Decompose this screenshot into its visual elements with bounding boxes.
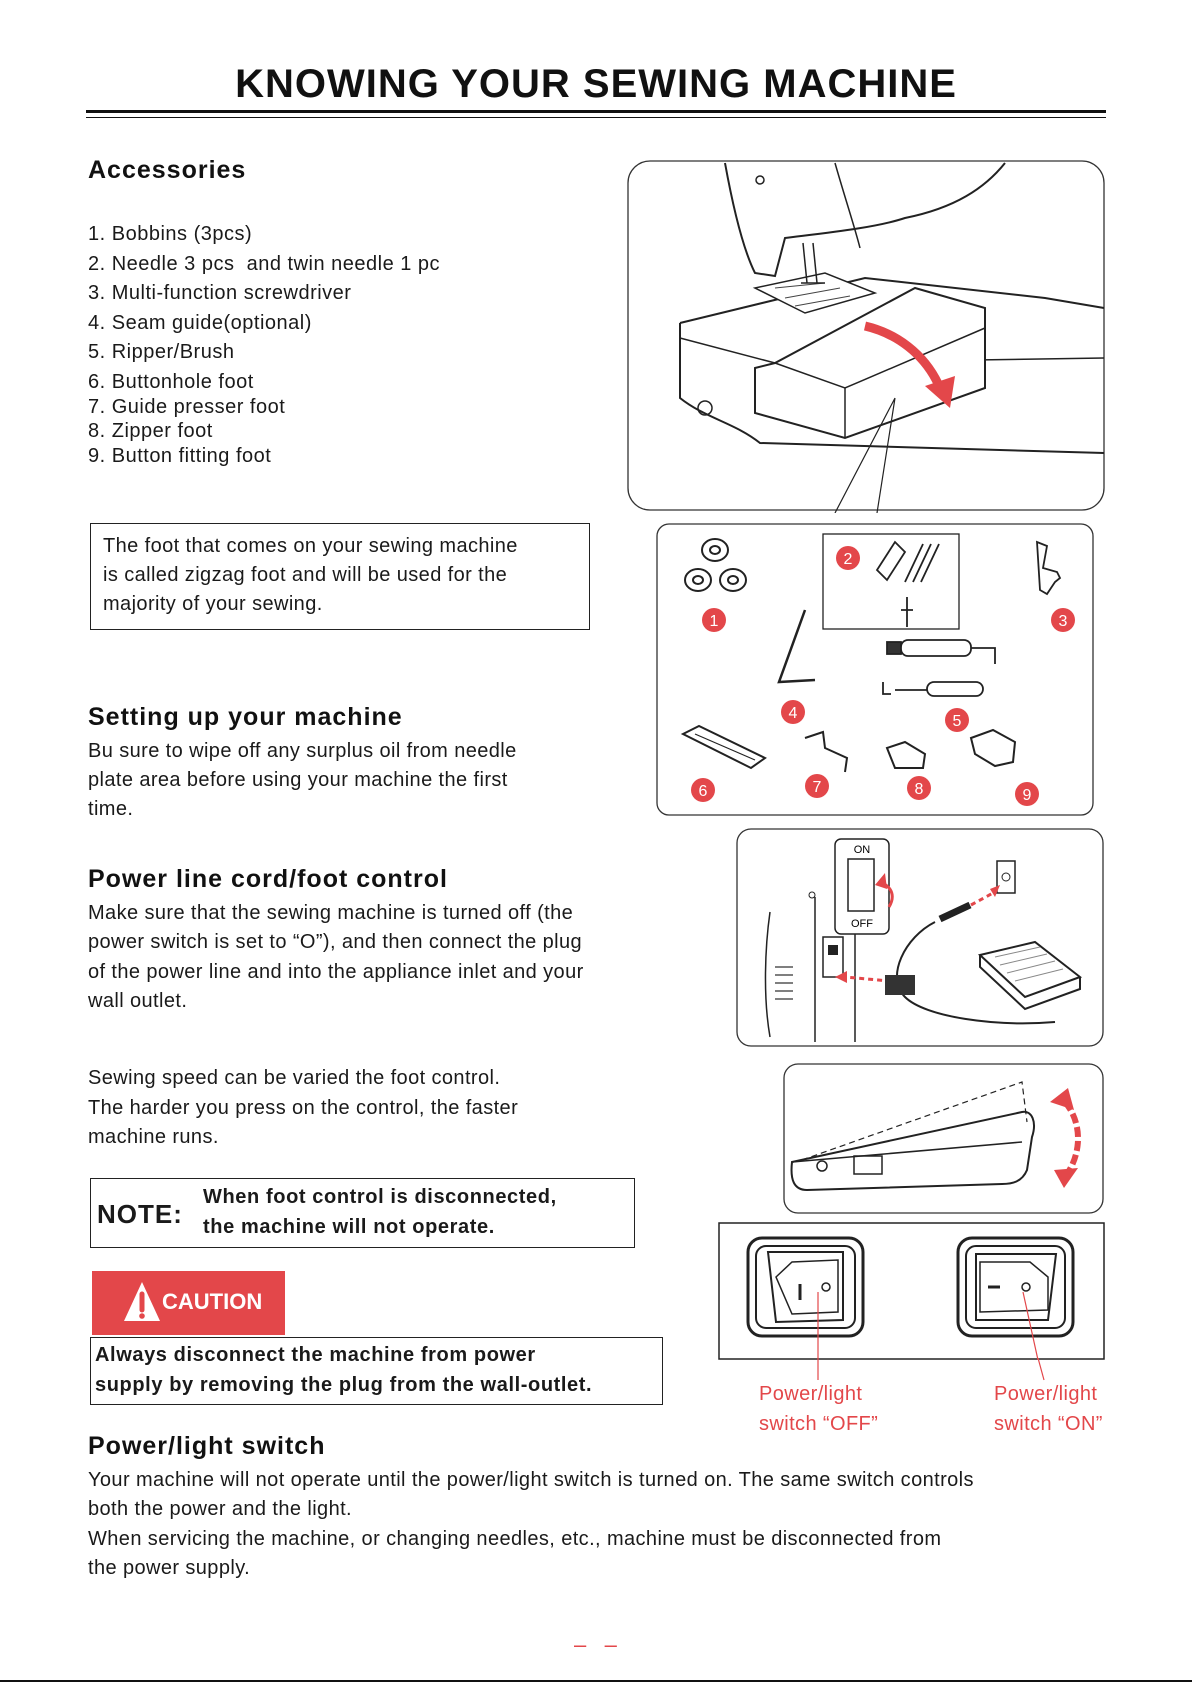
switch-off-label: Power/light <box>759 1383 863 1405</box>
power-cord-illustration: ON OFF <box>736 828 1104 1047</box>
note-label: NOTE: <box>97 1199 183 1229</box>
power-switch-line: When servicing the machine, or changing … <box>88 1528 942 1550</box>
speed-line: machine runs. <box>88 1126 219 1148</box>
caution-badge: CAUTION <box>92 1271 285 1335</box>
caution-box: Always disconnect the machine from power… <box>90 1337 663 1405</box>
caution-label: CAUTION <box>162 1289 263 1314</box>
accessory-item: 4. Seam guide(optional) <box>88 312 312 334</box>
badge-5: 5 <box>953 713 962 730</box>
accessory-number-badges: 1 2 3 4 5 6 7 8 9 <box>691 546 1075 806</box>
power-cord-line: power switch is set to “O”), and then co… <box>88 931 583 953</box>
power-cord-line: of the power line and into the appliance… <box>88 961 584 983</box>
page-number: – – <box>574 1632 617 1657</box>
switch-off-text: OFF <box>851 918 873 930</box>
accessory-item: 7. Guide presser foot <box>88 396 286 418</box>
setup-line: Bu sure to wipe off any surplus oil from… <box>88 740 517 762</box>
badge-7: 7 <box>813 779 822 796</box>
info-line: is called zigzag foot and will be used f… <box>103 564 508 586</box>
setup-heading: Setting up your machine <box>88 703 403 731</box>
accessory-item: 6. Buttonhole foot <box>88 371 254 393</box>
info-line: The foot that comes on your sewing machi… <box>103 535 518 557</box>
info-line: majority of your sewing. <box>103 593 323 615</box>
power-switch-line: Your machine will not operate until the … <box>88 1469 974 1491</box>
power-cord-heading: Power line cord/foot control <box>88 865 448 893</box>
accessory-item: 8. Zipper foot <box>88 420 213 442</box>
ripper-brush-icon <box>882 639 996 697</box>
seam-guide-icon <box>777 609 816 684</box>
power-switch-heading: Power/light switch <box>88 1432 326 1460</box>
badge-8: 8 <box>915 781 924 798</box>
zigzag-foot-info-box: The foot that comes on your sewing machi… <box>90 523 590 630</box>
power-switch-line: both the power and the light. <box>88 1498 353 1520</box>
badge-9: 9 <box>1023 787 1032 804</box>
switch-on-label: Power/light <box>994 1383 1098 1405</box>
badge-6: 6 <box>699 783 708 800</box>
title-rule-thick <box>86 110 1106 113</box>
accessory-item: 9. Button fitting foot <box>88 445 272 467</box>
zipper-foot-icon <box>885 740 927 769</box>
setup-line: time. <box>88 798 134 820</box>
badge-4: 4 <box>789 705 798 722</box>
caution-line: supply by removing the plug from the wal… <box>95 1374 593 1396</box>
warning-icon <box>124 1282 160 1321</box>
switch-off-label: switch “OFF” <box>759 1413 879 1435</box>
speed-line: Sewing speed can be varied the foot cont… <box>88 1067 501 1089</box>
foot-control-illustration <box>783 1063 1104 1214</box>
power-cord-line: Make sure that the sewing machine is tur… <box>88 902 574 924</box>
bottom-rule <box>0 1680 1192 1682</box>
badge-3: 3 <box>1059 613 1068 630</box>
badge-2: 2 <box>844 551 853 568</box>
power-switch-illustration <box>718 1222 1105 1360</box>
accessories-heading: Accessories <box>88 156 247 184</box>
accessory-item: 2. Needle 3 pcs and twin needle 1 pc <box>88 253 441 275</box>
power-switch-line: the power supply. <box>88 1557 251 1579</box>
badge-1: 1 <box>710 613 719 630</box>
needles-icon <box>875 540 940 627</box>
switch-pointer-lines <box>817 1358 1045 1381</box>
machine-illustration <box>627 160 1105 513</box>
note-box: NOTE: When foot control is disconnected,… <box>90 1178 635 1248</box>
title-rule-thin <box>86 117 1106 118</box>
switch-on-text: ON <box>854 844 871 856</box>
accessory-item: 3. Multi-function screwdriver <box>88 282 352 304</box>
note-line: the machine will not operate. <box>203 1216 495 1238</box>
speed-line: The harder you press on the control, the… <box>88 1097 519 1119</box>
screwdriver-icon <box>1036 540 1062 596</box>
accessory-item: 5. Ripper/Brush <box>88 341 235 363</box>
accessory-item: 1. Bobbins (3pcs) <box>88 223 253 245</box>
setup-line: plate area before using your machine the… <box>88 769 508 791</box>
note-line: When foot control is disconnected, <box>203 1186 557 1208</box>
bobbins-icon <box>684 538 747 592</box>
page-title: KNOWING YOUR SEWING MACHINE <box>235 62 957 106</box>
guide-presser-foot-icon <box>804 730 849 773</box>
switch-on-label: switch “ON” <box>994 1413 1103 1435</box>
power-cord-line: wall outlet. <box>88 990 188 1012</box>
button-fitting-foot-icon <box>969 728 1017 768</box>
accessories-illustration: 1 2 3 4 5 6 7 8 9 <box>656 523 1094 816</box>
caution-line: Always disconnect the machine from power <box>95 1344 536 1366</box>
